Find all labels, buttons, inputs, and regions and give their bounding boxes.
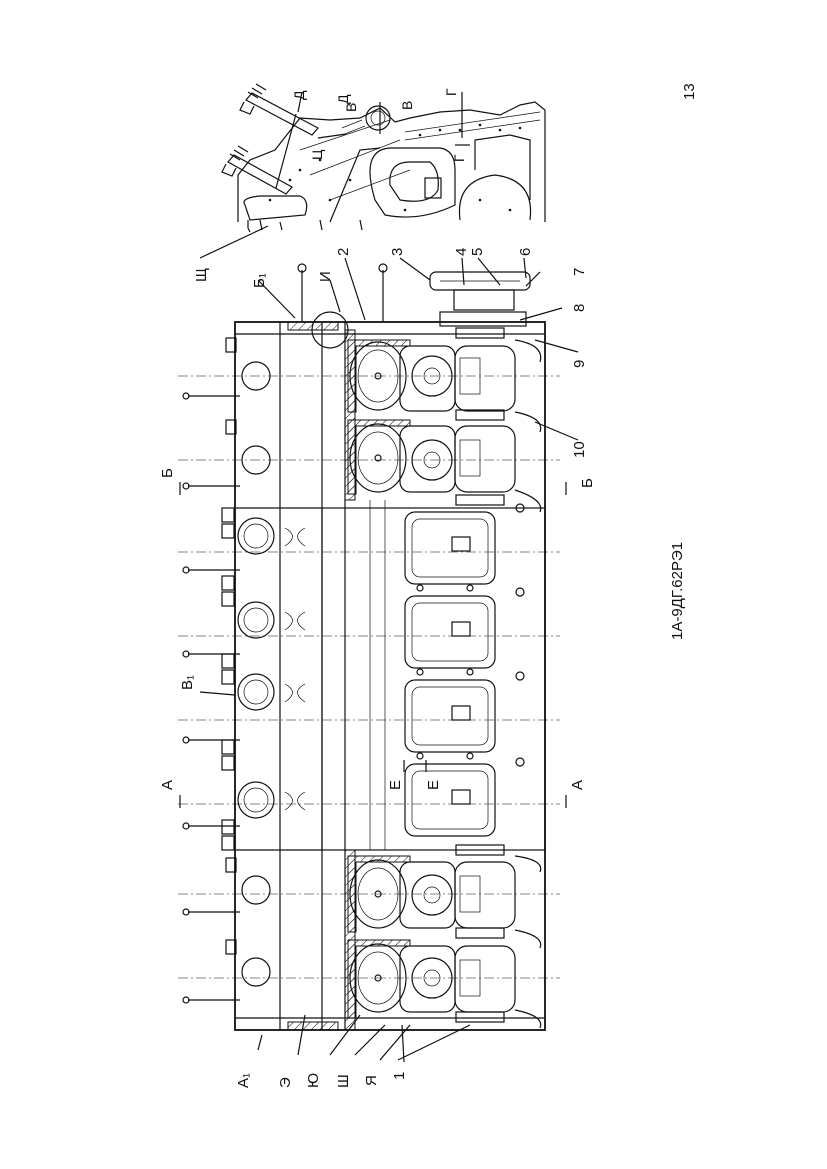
label-10: 10 [571,441,588,458]
label-B-bottom: Б [579,478,596,488]
label-V-left: В [343,103,359,112]
label-V1: В₁ [179,675,196,690]
label-Sh: Ш [335,1074,352,1088]
label-E-left: Е [387,780,404,790]
label-E: Э [277,1077,294,1088]
label-B1: Б₁ [251,273,268,288]
label-D-right: Д [335,94,351,104]
label-A1: А₁ [235,1073,252,1088]
label-E-right: Е [425,780,442,790]
label-Yu: Ю [305,1073,322,1088]
label-1: 1 [391,1072,408,1080]
label-7: 7 [571,268,588,276]
bolt-dots-top [268,123,522,212]
label-4: 4 [453,248,470,256]
label-V-right: В [399,101,415,110]
head-bores [237,361,306,987]
label-8: 8 [571,304,588,312]
label-I: И [317,271,334,282]
label-G-mid: Г [451,154,467,162]
label-9: 9 [571,360,588,368]
access-covers [404,503,525,837]
top-flange [297,263,531,349]
center-lines [178,375,560,979]
leader-lines [179,257,579,1063]
label-Ya: Я [363,1075,380,1086]
label-2: 2 [335,248,352,256]
label-Shch: Щ [193,268,210,282]
top-detail-view [199,83,546,259]
cylinder-upper-2 [347,419,516,495]
label-5: 5 [469,248,486,256]
right-fittings [455,327,542,1029]
document-code: 1А-9ДГ.62РЭ1 [669,542,686,640]
stud-upper [239,83,319,136]
stud-lower [221,145,293,195]
page-number: 13 [681,83,698,100]
cylinder-lower-1 [347,855,516,933]
label-6: 6 [517,248,534,256]
label-A-top: А [159,780,176,790]
label-3: 3 [389,248,406,256]
cylinder-lower-2 [347,939,516,1019]
engine-main-view [178,257,579,1063]
label-Ts: Ц [309,149,325,160]
studs-left [182,337,240,1004]
callout-labels: А₁ Э Ю Ш Я 1 А А В₁ Б Б Е Е 10 9 8 7 6 5… [159,88,596,1088]
label-D-left: Д [291,90,307,100]
label-B-top: Б [159,468,176,478]
label-G-top: Г [443,88,459,96]
label-A-bottom: А [569,780,586,790]
